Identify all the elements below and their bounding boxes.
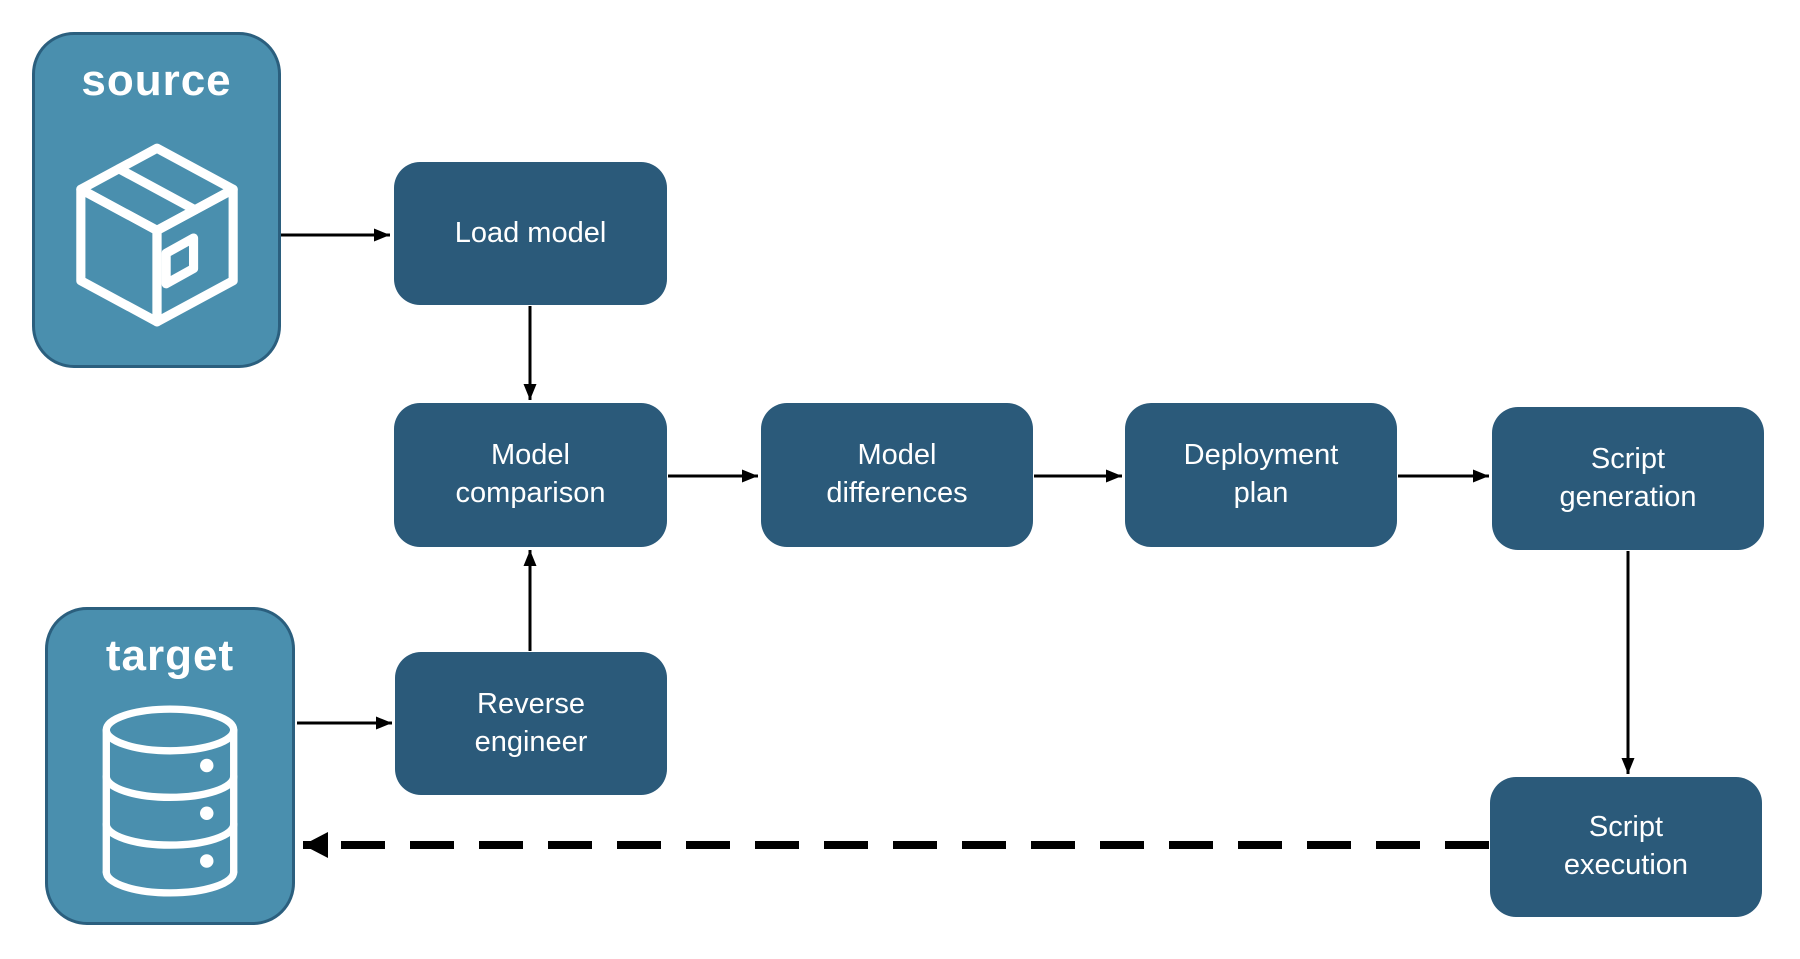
step-script-execution: Script execution <box>1490 777 1762 917</box>
database-icon <box>102 705 238 897</box>
step-load-model-label: Load model <box>454 216 607 249</box>
target-label: target <box>105 631 235 680</box>
step-model-differences-label: Model differences <box>826 439 968 509</box>
step-deployment-plan: Deployment plan <box>1125 403 1397 547</box>
source-icon-wrap <box>35 105 278 365</box>
step-script-execution-label: Script execution <box>1563 811 1689 881</box>
step-reverse-engineer-label: Reverse engineer <box>474 687 588 758</box>
step-script-generation: Script generation <box>1492 407 1764 550</box>
target-icon-wrap <box>48 680 292 922</box>
step-model-comparison-label: Model comparison <box>455 439 606 509</box>
step-reverse-engineer: Reverse engineer <box>395 652 667 795</box>
target-entity: target <box>45 607 295 925</box>
step-script-generation-label: Script generation <box>1559 442 1697 513</box>
step-model-comparison: Model comparison <box>394 403 667 547</box>
step-deployment-plan-label: Deployment plan <box>1183 439 1339 509</box>
source-entity: source <box>32 32 281 368</box>
package-icon <box>75 143 238 327</box>
step-load-model: Load model <box>394 162 667 305</box>
source-label: source <box>81 56 232 105</box>
step-model-differences: Model differences <box>761 403 1033 547</box>
